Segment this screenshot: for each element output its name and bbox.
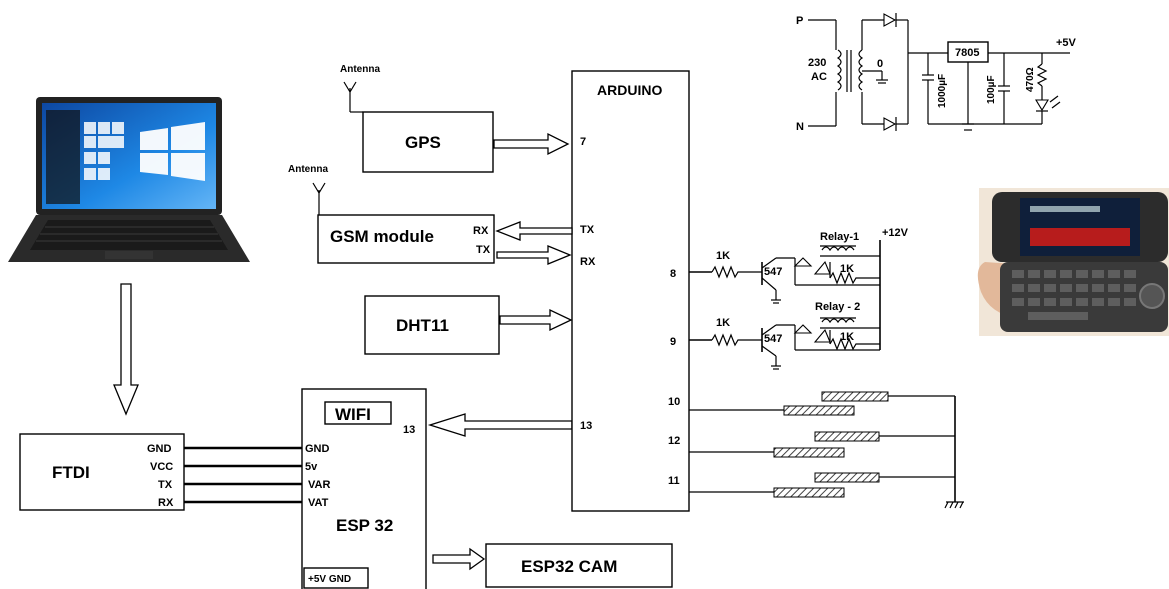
psu-reg-label: 7805: [955, 47, 979, 59]
psu-zero-label: 0: [877, 58, 883, 70]
esp32cam-label: ESP32 CAM: [521, 557, 617, 576]
dht11-label: DHT11: [396, 316, 449, 335]
arduino-gsm-arrow-icon: [495, 221, 573, 241]
relay1-res-label: 1K: [716, 250, 730, 262]
ftdi-box: [19, 433, 185, 511]
ftdi-pin-gnd: GND: [147, 443, 172, 455]
antenna-icon: [312, 182, 326, 215]
esp-power-label: +5V GND: [308, 574, 351, 585]
ground-icon: [944, 501, 964, 509]
arduino-pin-12: 12: [668, 435, 680, 447]
relay-supply-label: +12V: [882, 227, 909, 239]
psu-out-label: +5V: [1056, 37, 1077, 49]
laptop-icon: [8, 97, 250, 262]
gps-label: GPS: [405, 133, 441, 152]
esp32-label: ESP 32: [336, 516, 393, 535]
ftdi-pin-vcc: VCC: [150, 461, 173, 473]
relay1-k-label: 1K: [840, 263, 854, 275]
psu-c1-label: 1000µF: [937, 74, 948, 108]
esp-pin-gnd: GND: [305, 443, 330, 455]
dht11-box: [364, 295, 500, 355]
arduino-pin-13: 13: [580, 420, 592, 432]
arduino-pin-11: 11: [668, 475, 680, 487]
psu-p-label: P: [796, 15, 803, 27]
relay2-label: Relay - 2: [815, 301, 860, 313]
ftdi-pin-rx: RX: [158, 497, 174, 509]
antenna-label-gsm: Antenna: [288, 164, 328, 175]
arduino-pin-8: 8: [670, 268, 676, 280]
esp-pin-13: 13: [403, 424, 415, 436]
antenna-label-gps: Antenna: [340, 64, 380, 75]
gps-box: [362, 111, 494, 173]
gsm-box: [317, 214, 495, 264]
wifi-label: WIFI: [335, 405, 371, 424]
psu-ac-label-2: AC: [811, 71, 827, 83]
arduino-box: [571, 70, 690, 512]
arduino-esp-arrow-icon: [427, 413, 573, 437]
relay-1-circuit: [689, 245, 880, 304]
ftdi-label: FTDI: [52, 463, 90, 482]
esp-pin-vat: VAT: [308, 497, 329, 509]
arduino-pin-9: 9: [670, 336, 676, 348]
arduino-pin-10: 10: [668, 396, 680, 408]
ftdi-pin-tx: TX: [158, 479, 173, 491]
wifi-box: [324, 401, 392, 425]
power-supply-circuit: [808, 13, 1070, 131]
psu-n-label: N: [796, 121, 804, 133]
esp32cam-box: [485, 543, 673, 588]
relay1-transistor-label: 547: [764, 266, 782, 278]
esp-pin-5v: 5v: [305, 461, 318, 473]
gsm-label: GSM module: [330, 227, 434, 246]
relay2-res-label: 1K: [716, 317, 730, 329]
arduino-pin-7: 7: [580, 136, 586, 148]
antenna-icon: [343, 81, 363, 113]
esp-power-box: [303, 567, 369, 589]
arduino-label: ARDUINO: [597, 82, 662, 98]
gsm-pin-tx: TX: [476, 244, 491, 256]
gsm-arduino-arrow-icon: [496, 245, 572, 265]
output-loads: [689, 391, 956, 502]
ftdi-esp-wires: [184, 446, 302, 504]
psu-ac-label-1: 230: [808, 57, 826, 69]
relay2-k-label: 1K: [840, 331, 854, 343]
relay1-label: Relay-1: [820, 231, 859, 243]
mobile-phone-icon: [977, 188, 1169, 336]
relay-2-circuit: [689, 317, 880, 370]
arduino-pin-tx: TX: [580, 224, 595, 236]
esp-pin-var: VAR: [308, 479, 330, 491]
gsm-pin-rx: RX: [473, 225, 489, 237]
laptop-ftdi-arrow-icon: [113, 283, 139, 416]
arduino-pin-rx: RX: [580, 256, 596, 268]
psu-c2-label: 100µF: [986, 75, 997, 104]
gps-arduino-arrow-icon: [493, 132, 570, 156]
dht-arduino-arrow-icon: [499, 308, 573, 332]
relay2-transistor-label: 547: [764, 333, 782, 345]
esp-cam-arrow-icon: [432, 547, 486, 571]
psu-res-label: 470Ω: [1025, 67, 1036, 92]
